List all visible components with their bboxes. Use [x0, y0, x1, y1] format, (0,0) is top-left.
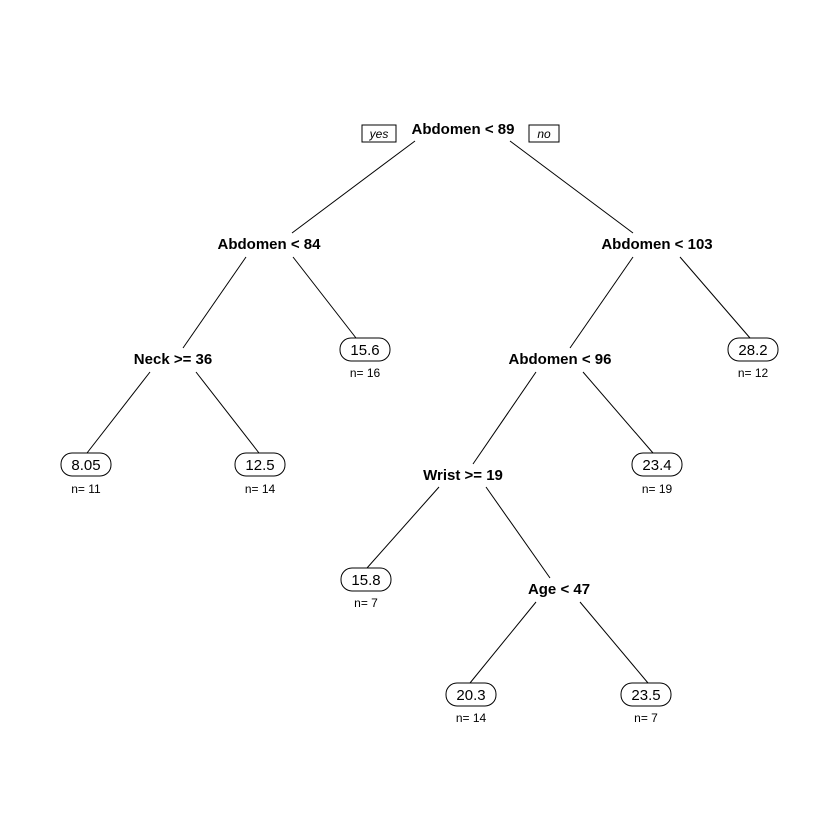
leaf-box: [445, 682, 497, 707]
edge-root-abdomen84: [291, 140, 416, 234]
edge-abdomen84-neck36: [182, 256, 247, 349]
leaf-value: 20.3: [456, 687, 485, 704]
split-abdomen-96: Abdomen < 96: [509, 351, 612, 368]
no-text: no: [537, 127, 551, 141]
split-neck-36: Neck >= 36: [134, 351, 212, 368]
leaf-count: n= 7: [634, 711, 658, 725]
edge-wrist19-age47: [485, 486, 551, 579]
leaf-value: 15.6: [350, 342, 379, 359]
edge-neck36-leaf805: [86, 371, 151, 454]
leaf-node: 28.2 n= 12: [727, 337, 779, 380]
leaf-value: 8.05: [71, 457, 100, 474]
edge-abdomen84-leaf156: [292, 256, 357, 339]
leaf-node: 12.5 n= 14: [234, 452, 286, 496]
leaf-value: 15.8: [351, 572, 380, 589]
edge-abdomen103-abdomen96: [569, 256, 634, 349]
edge-age47-leaf235: [579, 601, 649, 684]
split-age-47: Age < 47: [528, 581, 590, 598]
leaf-node: 8.05 n= 11: [60, 452, 112, 496]
edge-wrist19-leaf158: [366, 486, 440, 569]
split-abdomen-103: Abdomen < 103: [601, 236, 712, 253]
leaf-node: 23.4 n= 19: [631, 452, 683, 496]
edge-age47-leaf203: [469, 601, 537, 684]
split-abdomen-84: Abdomen < 84: [218, 236, 322, 253]
leaf-node: 20.3 n= 14: [445, 682, 497, 725]
leaf-box: [60, 452, 112, 477]
leaf-count: n= 7: [354, 596, 378, 610]
edge-abdomen96-wrist19: [472, 371, 537, 465]
leaf-box: [234, 452, 286, 477]
edge-neck36-leaf125: [195, 371, 260, 454]
no-box: [528, 124, 560, 143]
split-root: Abdomen < 89: [412, 121, 515, 138]
leaf-count: n= 12: [738, 366, 769, 380]
leaf-value: 12.5: [245, 457, 274, 474]
leaf-box: [631, 452, 683, 477]
leaf-count: n= 11: [71, 482, 101, 496]
leaf-node: 15.8 n= 7: [340, 567, 392, 610]
leaf-box: [339, 337, 391, 362]
leaf-count: n= 19: [642, 482, 673, 496]
leaf-count: n= 14: [456, 711, 487, 725]
leaf-box: [340, 567, 392, 592]
no-label: no: [528, 124, 560, 143]
leaf-box: [620, 682, 672, 707]
leaf-box: [727, 337, 779, 362]
leaf-value: 28.2: [738, 342, 767, 359]
edge-abdomen96-leaf234: [582, 371, 654, 454]
yes-text: yes: [369, 127, 389, 141]
leaf-count: n= 16: [350, 366, 381, 380]
yes-box: [361, 124, 397, 143]
leaf-value: 23.4: [642, 457, 671, 474]
edge-root-abdomen103: [509, 140, 634, 234]
leaf-value: 23.5: [631, 687, 660, 704]
leaf-count: n= 14: [245, 482, 276, 496]
leaf-node: 23.5 n= 7: [620, 682, 672, 725]
yes-label: yes: [361, 124, 397, 143]
split-wrist-19: Wrist >= 19: [423, 467, 503, 484]
edge-abdomen103-leaf282: [679, 256, 751, 339]
leaf-node: 15.6 n= 16: [339, 337, 391, 380]
tree-edges: [86, 140, 751, 684]
